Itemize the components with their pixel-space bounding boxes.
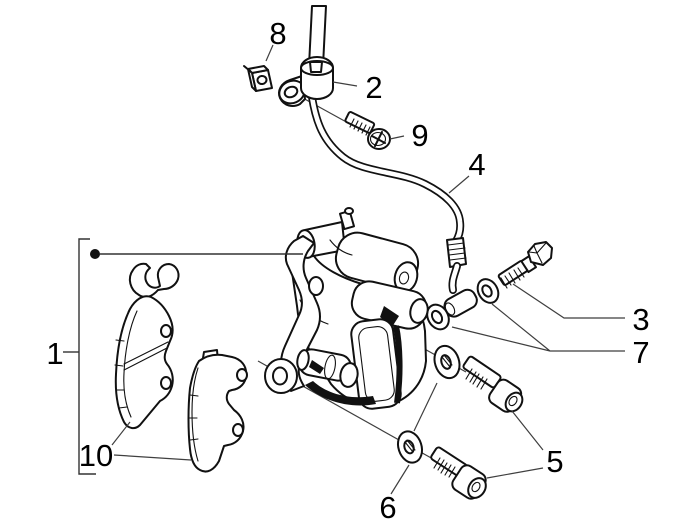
callout-4: 4 xyxy=(468,147,485,182)
brake-pads-drawing xyxy=(114,262,248,473)
brake-hose-drawing xyxy=(308,93,478,318)
callout-3: 3 xyxy=(632,302,649,337)
callout-5: 5 xyxy=(546,444,563,479)
mount-screws-drawing xyxy=(430,355,524,500)
brake-caliper-drawing xyxy=(264,207,429,410)
leader-lines xyxy=(111,44,625,495)
clip-nut-drawing xyxy=(243,65,273,92)
reference-frame xyxy=(63,238,303,475)
callout-6: 6 xyxy=(379,490,396,525)
callout-1: 1 xyxy=(46,336,63,371)
reference-dot xyxy=(90,249,100,259)
mount-washers-drawing xyxy=(396,344,461,464)
callout-8: 8 xyxy=(269,16,286,51)
callouts: 1 2 3 4 5 6 7 8 9 10 xyxy=(46,16,649,525)
banjo-washers-drawing xyxy=(426,278,500,331)
clamp-screw-drawing xyxy=(344,111,391,150)
callout-9: 9 xyxy=(411,118,428,153)
callout-7: 7 xyxy=(632,335,649,370)
banjo-bolt-drawing xyxy=(497,241,553,289)
callout-10: 10 xyxy=(79,438,113,473)
pipe-and-clamp-drawing xyxy=(278,5,334,107)
callout-2: 2 xyxy=(365,70,382,105)
